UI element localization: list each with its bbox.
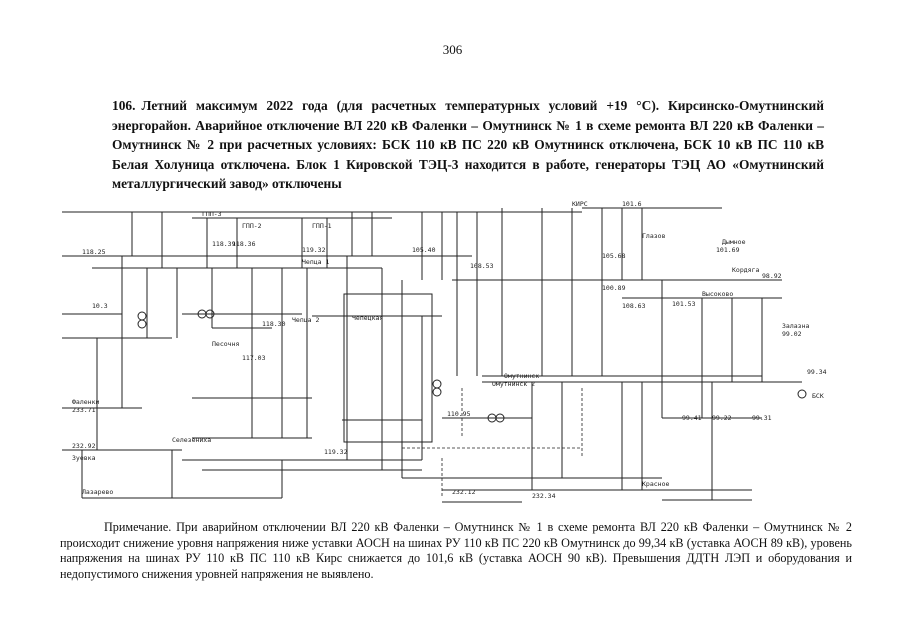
footnote: Примечание. При аварийном отключении ВЛ … <box>60 520 852 582</box>
label-10089: 100.89 <box>602 284 626 292</box>
power-grid-diagram: КИРС 101.6 Омутнинск Омутнинск 2 99.34 Б… <box>62 198 852 514</box>
label-10153: 101.53 <box>672 300 696 308</box>
label-23371: 233.71 <box>72 406 96 414</box>
label-selezniha: Селезениха <box>172 436 211 444</box>
label-10863: 108.63 <box>622 302 646 310</box>
label-kirs-voltage: 101.6 <box>622 200 642 208</box>
label-23234: 232.34 <box>532 492 556 500</box>
label-10568: 105.68 <box>602 252 626 260</box>
label-11836: 118.36 <box>232 240 256 248</box>
label-11932: 119.32 <box>324 448 348 456</box>
label-11825: 118.25 <box>82 248 106 256</box>
label-gpp2: ГПП-2 <box>242 222 262 230</box>
label-11932b: 119.32 <box>302 246 326 254</box>
label-peresnya: Песочня <box>212 340 239 348</box>
label-11839: 118.39 <box>212 240 236 248</box>
label-23292: 232.92 <box>72 442 96 450</box>
label-9941: 99.41 <box>682 414 702 422</box>
label-9934: 99.34 <box>807 368 827 376</box>
label-9892: 98.92 <box>762 272 782 280</box>
label-gpp3: ГПП-3 <box>202 210 222 218</box>
label-zalazna: Залазна <box>782 322 809 330</box>
label-9931: 99.31 <box>752 414 772 422</box>
label-cheptsa2: Чепца 2 <box>292 316 319 324</box>
label-kirs: КИРС <box>572 200 588 208</box>
label-kordyaga: Кордяга <box>732 266 759 274</box>
label-11703: 117.03 <box>242 354 266 362</box>
label-omutninsk-2: Омутнинск 2 <box>492 380 535 388</box>
label-vysokovo: Высоково <box>702 290 733 298</box>
label-bsk: БСК <box>812 392 824 400</box>
label-10169: 101.69 <box>716 246 740 254</box>
heading-number: 106. <box>112 98 136 113</box>
label-lazarevo: Лазарево <box>82 488 113 496</box>
label-10-3: 10.3 <box>92 302 108 310</box>
label-cheptsa: Чепца 1 <box>302 258 329 266</box>
label-11830: 118.30 <box>262 320 286 328</box>
label-dymnoe: Дымное <box>722 238 746 246</box>
heading-text: Летний максимум 2022 года (для расчетных… <box>112 98 824 191</box>
label-krasnoe: Красное <box>642 480 669 488</box>
label-9902: 99.02 <box>782 330 802 338</box>
label-omutninsk: Омутнинск <box>504 372 539 380</box>
label-falenki: Фаленки <box>72 398 99 406</box>
note-text: Примечание. При аварийном отключении ВЛ … <box>60 520 852 581</box>
label-11095: 110.95 <box>447 410 471 418</box>
diagram-canvas: КИРС 101.6 Омутнинск Омутнинск 2 99.34 Б… <box>62 200 827 503</box>
label-10540: 105.40 <box>412 246 436 254</box>
document-heading: 106.Летний максимум 2022 года (для расче… <box>112 96 824 194</box>
label-10853: 108.53 <box>470 262 494 270</box>
page-number: 306 <box>442 42 463 57</box>
label-chepets: Чепецкая <box>352 314 383 322</box>
label-gpp1: ГПП-1 <box>312 222 332 230</box>
label-zuevka: Зуевка <box>72 454 96 462</box>
label-9922: 99.22 <box>712 414 732 422</box>
label-glazov: Глазов <box>642 232 666 240</box>
label-23212: 232.12 <box>452 488 476 496</box>
